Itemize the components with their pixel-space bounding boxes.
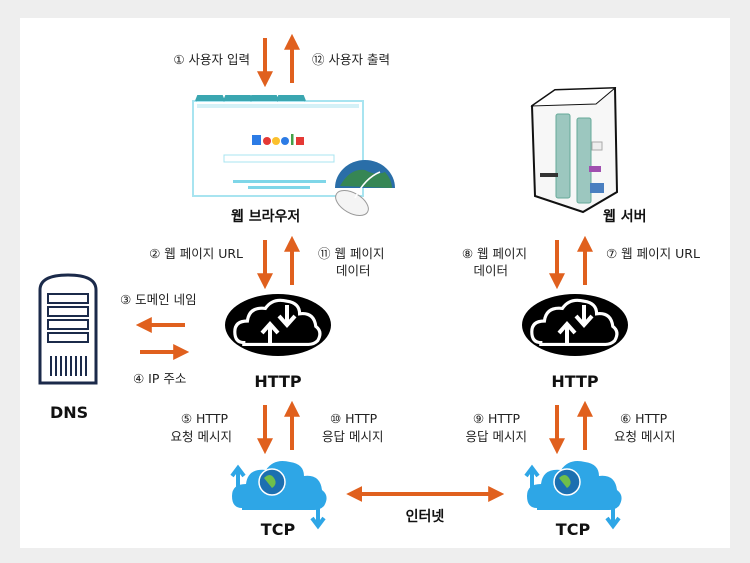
step-11-label-line1: ⑪ 웹 페이지	[318, 246, 384, 261]
web-browser-icon	[192, 95, 395, 216]
internet-label: 인터넷	[406, 508, 445, 525]
tcp-cloud-left-icon	[230, 461, 327, 530]
step-10-label-line1: ⑩ HTTP	[330, 411, 378, 426]
step-5-label-line2: 요청 메시지	[171, 429, 232, 444]
dns-server-icon	[38, 273, 98, 385]
step-1-label: ① 사용자 입력	[173, 52, 250, 67]
http-right-label: HTTP	[551, 372, 599, 391]
web-browser-label: 웹 브라우저	[231, 209, 300, 225]
step-8-label-line1: ⑧ 웹 페이지	[462, 246, 527, 261]
tcp-cloud-right-icon	[524, 461, 622, 530]
web-server-icon	[530, 86, 619, 214]
tcp-right-label: TCP	[556, 520, 591, 539]
http-cloud-left-icon	[225, 294, 331, 356]
step-8-label-line2: 데이터	[473, 263, 508, 278]
dns-label: DNS	[50, 403, 88, 422]
step-12-label: ⑫ 사용자 출력	[312, 52, 390, 67]
step-7-label: ⑦ 웹 페이지 URL	[606, 246, 700, 261]
step-11-label-line2: 데이터	[336, 263, 371, 278]
step-10-label-line2: 응답 메시지	[322, 429, 383, 444]
step-9-label-line2: 응답 메시지	[466, 429, 527, 444]
arrows	[135, 33, 593, 502]
web-server-label: 웹 서버	[603, 208, 647, 225]
http-cloud-right-icon	[522, 294, 628, 356]
tcp-left-label: TCP	[261, 520, 296, 539]
step-6-label-line1: ⑥ HTTP	[620, 411, 668, 426]
step-labels: ① 사용자 입력 ⑫ 사용자 출력 ② 웹 페이지 URL ⑪ 웹 페이지 데이…	[120, 52, 700, 444]
step-5-label-line1: ⑤ HTTP	[181, 411, 229, 426]
step-3-label: ③ 도메인 네임	[120, 292, 197, 307]
step-2-label: ② 웹 페이지 URL	[149, 246, 243, 261]
step-9-label-line1: ⑨ HTTP	[473, 411, 521, 426]
step-6-label-line2: 요청 메시지	[614, 429, 675, 444]
step-4-label: ④ IP 주소	[133, 371, 186, 386]
http-left-label: HTTP	[254, 372, 302, 391]
